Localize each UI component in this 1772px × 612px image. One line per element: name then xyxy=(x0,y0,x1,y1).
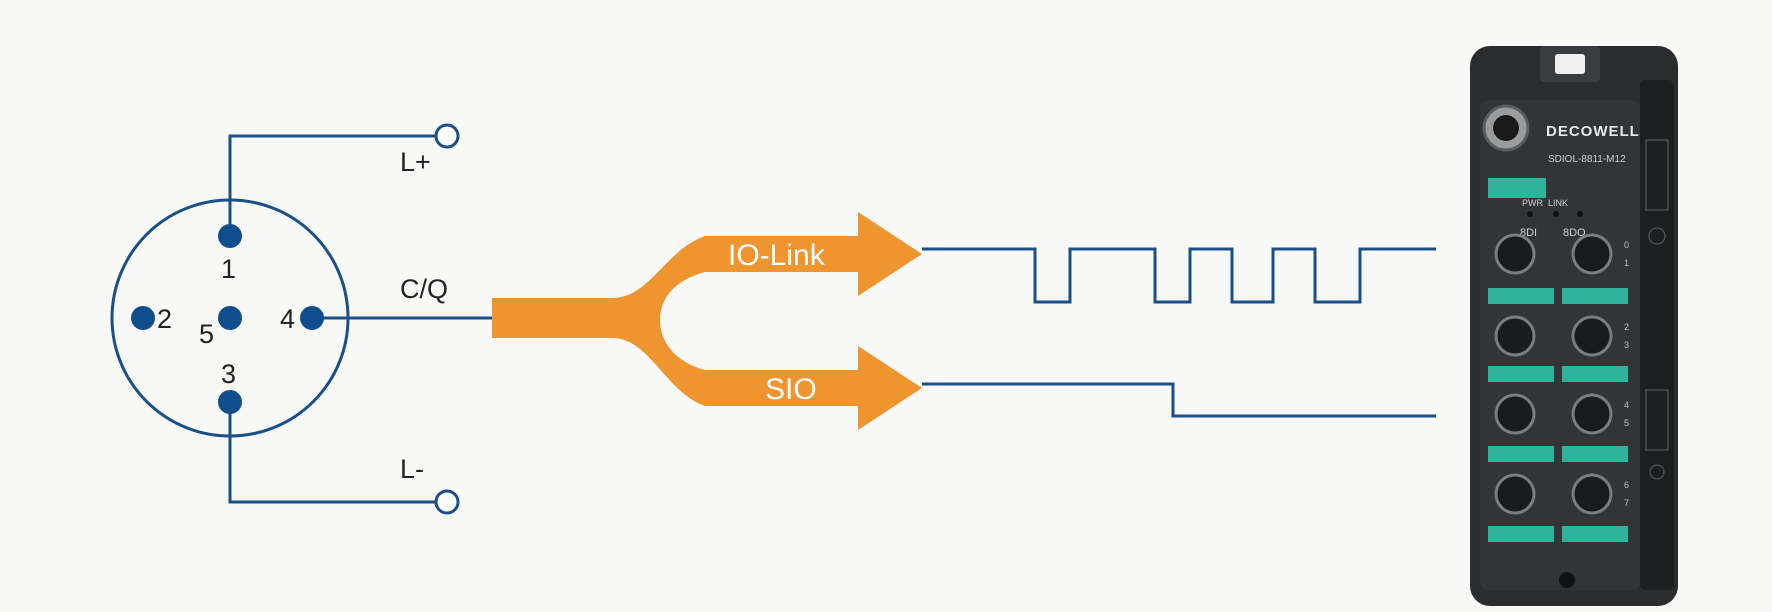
m12-port-0 xyxy=(1494,233,1536,275)
label-strip-3b xyxy=(1562,446,1628,462)
port-row-2 xyxy=(1488,315,1628,382)
port-number-4: 4 xyxy=(1624,400,1629,410)
pin-5 xyxy=(218,306,242,330)
side-crosshair xyxy=(1648,227,1666,245)
side-markings xyxy=(1645,139,1669,480)
label-strip-3a xyxy=(1488,446,1554,462)
pin-5-label: 5 xyxy=(199,319,214,349)
port-number-3: 3 xyxy=(1624,340,1629,350)
port-number-2: 2 xyxy=(1624,322,1629,332)
label-strip-2a xyxy=(1488,366,1554,382)
m12-port-6 xyxy=(1494,473,1536,515)
port-number-1: 1 xyxy=(1624,258,1629,268)
io-link-module: DECOWELL SDIOL-8811-M12 PWR LINK 8DI 8DO xyxy=(1470,46,1678,606)
m12-port-4 xyxy=(1494,393,1536,435)
side-grid-upper xyxy=(1645,139,1669,211)
l-plus-label: L+ xyxy=(400,147,431,177)
pin-3-label: 3 xyxy=(221,359,236,389)
connector-pins xyxy=(131,224,324,414)
l-plus-wire xyxy=(228,134,445,236)
l-plus-terminal xyxy=(434,123,460,149)
pin-4 xyxy=(300,306,324,330)
pin-1-label: 1 xyxy=(221,254,236,284)
pin-2-label: 2 xyxy=(157,304,172,334)
m12-port-7 xyxy=(1571,473,1613,515)
sio-arrowhead xyxy=(858,346,922,430)
label-strip-2b xyxy=(1562,366,1628,382)
port-number-6: 6 xyxy=(1624,480,1629,490)
pin-number-labels: 1 2 5 4 3 xyxy=(157,254,295,389)
wire-labels: L+ C/Q L- xyxy=(400,147,448,484)
mode-labels: IO-Link SIO xyxy=(728,239,826,406)
pin-3 xyxy=(218,390,242,414)
mount-hole-bottom xyxy=(1559,572,1575,588)
l-minus-label: L- xyxy=(400,454,424,484)
port-number-labels: 0 1 2 3 4 5 6 7 xyxy=(1624,240,1629,508)
connector-face xyxy=(110,123,494,515)
outputs-group-label: 8DO xyxy=(1563,227,1586,239)
port-number-0: 0 xyxy=(1624,240,1629,250)
signals xyxy=(922,247,1436,418)
m12-port-5 xyxy=(1571,393,1613,435)
module-side-rail xyxy=(1640,80,1674,590)
link-led-label: LINK xyxy=(1548,198,1568,208)
io-link-waveform xyxy=(922,247,1436,304)
top-label-strip xyxy=(1488,178,1546,198)
sio-label: SIO xyxy=(765,373,817,406)
label-strip-1a xyxy=(1488,288,1554,304)
l-minus-wire xyxy=(228,402,445,504)
label-strip-1b xyxy=(1562,288,1628,304)
side-ground-symbol xyxy=(1649,464,1665,480)
port-row-1 xyxy=(1488,233,1628,304)
model-label: SDIOL-8811-M12 xyxy=(1548,154,1626,165)
l-minus-terminal xyxy=(434,489,460,515)
label-strip-4b xyxy=(1562,526,1628,542)
pin-1 xyxy=(218,224,242,248)
io-link-label: IO-Link xyxy=(728,239,826,272)
mode-split-arrow xyxy=(492,212,922,430)
pin-2 xyxy=(131,306,155,330)
m12-port-1 xyxy=(1571,233,1613,275)
port-row-3 xyxy=(1488,393,1628,462)
label-strip-4a xyxy=(1488,526,1554,542)
m12-port-3 xyxy=(1571,315,1613,357)
port-row-4 xyxy=(1488,473,1628,542)
m12-port-2 xyxy=(1494,315,1536,357)
io-link-arrowhead xyxy=(858,212,922,296)
sio-waveform xyxy=(922,382,1436,418)
port-number-7: 7 xyxy=(1624,498,1629,508)
pwr-led xyxy=(1527,211,1533,217)
split-trunk-and-branches xyxy=(492,236,860,406)
power-connector-face xyxy=(1493,115,1519,141)
pwr-led-label: PWR xyxy=(1522,198,1543,208)
link-led xyxy=(1553,211,1559,217)
cq-label: C/Q xyxy=(400,274,448,304)
status-led xyxy=(1577,211,1583,217)
pin-4-label: 4 xyxy=(280,304,295,334)
side-grid-lower xyxy=(1645,389,1669,451)
brand-logo: DECOWELL xyxy=(1546,123,1640,140)
mount-hole-top xyxy=(1555,54,1585,74)
port-number-5: 5 xyxy=(1624,418,1629,428)
module-front-panel xyxy=(1480,100,1640,590)
